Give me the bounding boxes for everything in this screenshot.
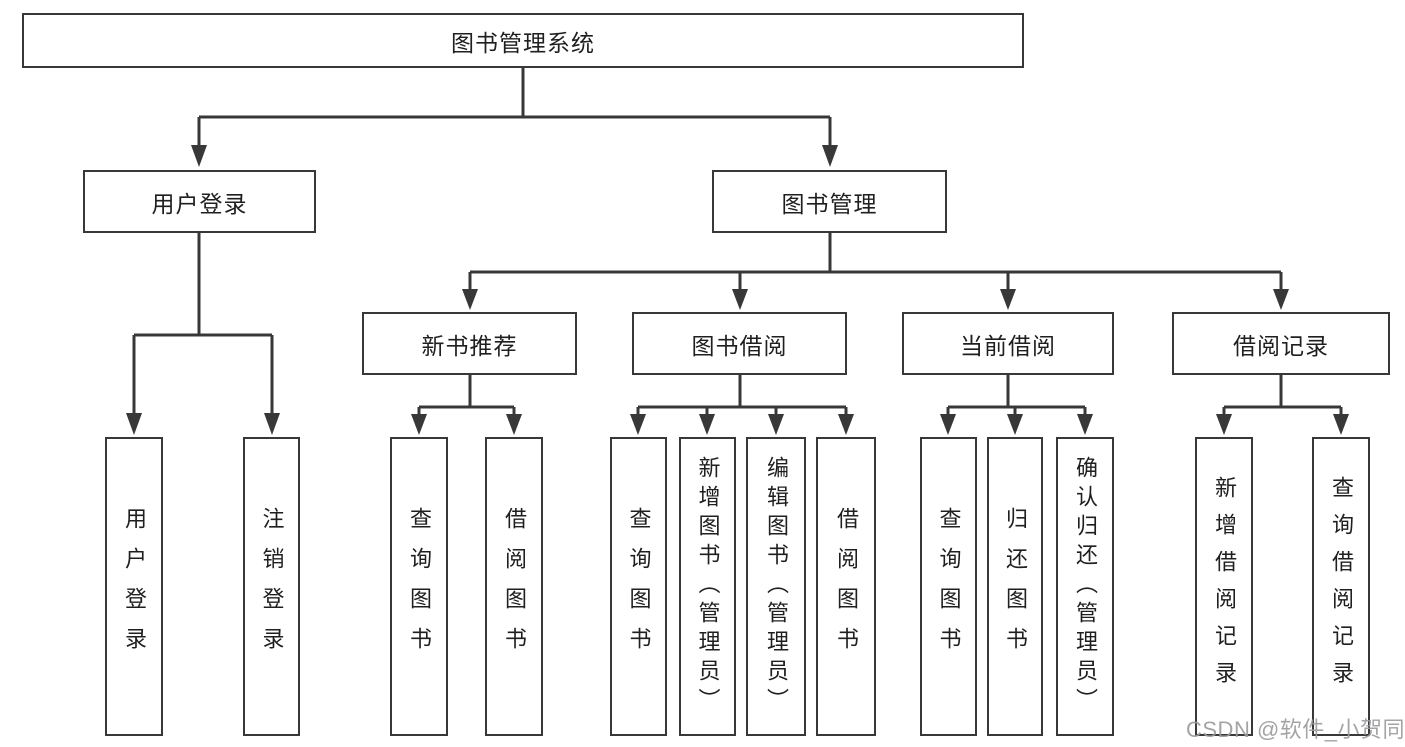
arrowhead [838,414,854,435]
connector-root-to-level2 [191,68,838,167]
leaf-add-books-admin: 新增图书（管理员） [679,437,736,736]
arrowhead [1000,289,1016,310]
arrowhead [462,289,478,310]
arrowhead [411,414,427,435]
arrowhead [768,414,784,435]
leaf-query-books-borrow: 查询图书 [610,437,667,736]
leaf-return-books: 归还图书 [987,437,1043,736]
leaf-confirm-return-admin: 确认归还（管理员） [1056,437,1114,736]
arrowhead [1077,414,1093,435]
arrowhead [1273,289,1289,310]
connector-borrow-records-children [1216,375,1349,435]
node-book-borrow: 图书借阅 [632,312,847,375]
arrowhead [264,413,280,435]
connector-book-borrow-children [630,375,854,435]
node-current-borrow: 当前借阅 [902,312,1114,375]
connector-book-management-children [462,233,1289,310]
leaf-query-books-recommend: 查询图书 [390,437,448,736]
node-new-book-recommend: 新书推荐 [362,312,577,375]
leaf-logout: 注销登录 [243,437,300,736]
watermark: CSDN @软件_小贺同学 [1186,717,1405,742]
leaf-query-books-current: 查询图书 [920,437,977,736]
connector-user-login-children [126,233,280,435]
node-book-management: 图书管理 [712,170,947,233]
node-user-login: 用户登录 [83,170,316,233]
arrowhead [732,289,748,310]
leaf-edit-books-admin: 编辑图书（管理员） [746,437,806,736]
leaf-borrow-books: 借阅图书 [816,437,876,736]
node-library-management-system: 图书管理系统 [22,13,1024,68]
arrowhead [630,414,646,435]
connector-current-borrow-children [940,375,1093,435]
arrowhead [1007,414,1023,435]
connector-new-book-children [411,375,522,435]
arrowhead [1216,414,1232,435]
arrowhead [126,413,142,435]
node-borrow-records: 借阅记录 [1172,312,1390,375]
arrowhead [940,414,956,435]
arrowhead [1333,414,1349,435]
arrowhead [822,145,838,167]
arrowhead [699,414,715,435]
leaf-borrow-books-recommend: 借阅图书 [485,437,543,736]
arrowhead [191,145,207,167]
leaf-add-borrow-record: 新增借阅记录 [1195,437,1253,736]
leaf-query-borrow-record: 查询借阅记录 [1312,437,1370,736]
leaf-user-login: 用户登录 [105,437,163,736]
arrowhead [506,414,522,435]
